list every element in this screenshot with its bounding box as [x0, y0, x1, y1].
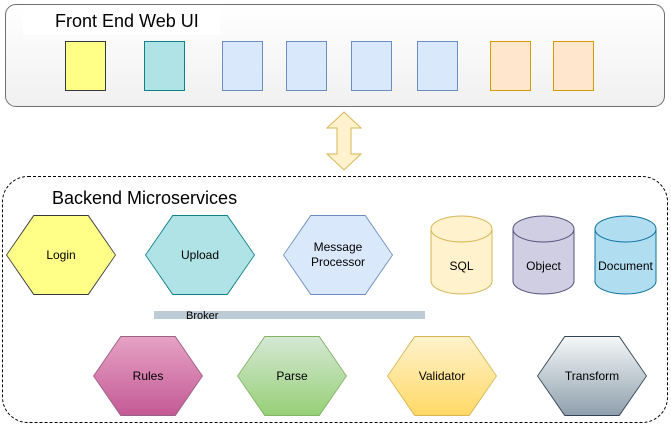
sql-database-label: SQL	[449, 259, 474, 273]
sql-database-cylinder-icon	[430, 215, 493, 295]
document-database-node[interactable]: Document	[594, 215, 657, 295]
document-database-label: Document	[598, 259, 653, 273]
rules-service-node[interactable]: Rules	[93, 336, 203, 416]
object-database-label: Object	[526, 259, 561, 273]
validator-service-label: Validator	[418, 368, 466, 383]
frontend-title: Front End Web UI	[55, 11, 199, 31]
bidirectional-arrow-icon	[326, 111, 362, 171]
object-database-node[interactable]: Object	[512, 215, 575, 295]
backend-title: Backend Microservices	[52, 188, 238, 208]
parse-service-fill	[238, 337, 346, 415]
frontend-title-background	[23, 7, 220, 35]
ui-page-card[interactable]	[144, 41, 185, 91]
ui-page-card[interactable]	[351, 41, 392, 91]
message-processor-service-node[interactable]: Message Processor	[283, 215, 393, 295]
sql-database-node[interactable]: SQL	[430, 215, 493, 295]
broker-label: Broker	[186, 310, 219, 322]
login-service-fill	[7, 216, 115, 294]
ui-page-card[interactable]	[65, 41, 106, 91]
broker-bar[interactable]	[154, 311, 425, 319]
ui-page-card[interactable]	[286, 41, 327, 91]
object-database-cylinder-icon	[512, 215, 575, 295]
document-database-cylinder-icon	[594, 215, 657, 295]
parse-service-label: Parse	[276, 368, 308, 383]
ui-page-card[interactable]	[553, 41, 594, 91]
ui-page-card[interactable]	[490, 41, 531, 91]
rules-service-fill	[94, 337, 202, 415]
rules-service-label: Rules	[132, 368, 164, 383]
validator-service-fill	[388, 337, 496, 415]
parse-service-node[interactable]: Parse	[237, 336, 347, 416]
validator-service-node[interactable]: Validator	[387, 336, 497, 416]
transform-service-fill	[538, 337, 646, 415]
message-processor-service-label: Message Processor	[310, 240, 366, 269]
upload-service-fill	[146, 216, 254, 294]
transform-service-label: Transform	[564, 368, 620, 383]
message-processor-service-fill	[284, 216, 392, 294]
upload-service-label: Upload	[180, 247, 220, 262]
ui-page-card[interactable]	[417, 41, 458, 91]
ui-page-card[interactable]	[222, 41, 263, 91]
login-service-label: Login	[46, 247, 76, 262]
